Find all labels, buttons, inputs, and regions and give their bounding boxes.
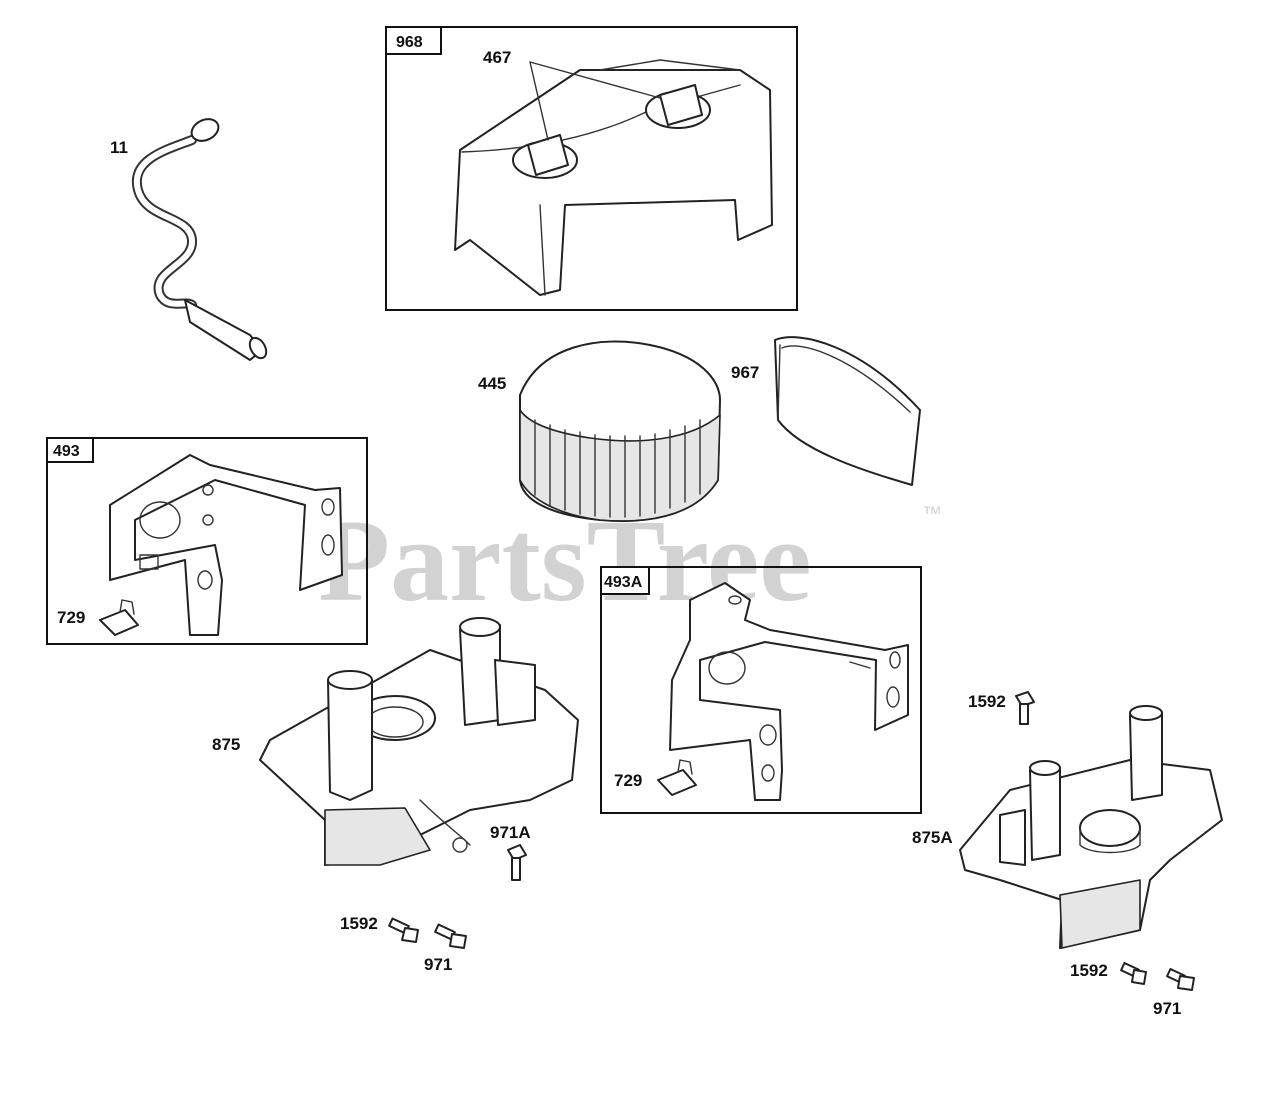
part-729-clip-a[interactable] bbox=[99, 599, 139, 636]
part-493-bracket[interactable] bbox=[109, 454, 343, 636]
box-493: 493 bbox=[46, 437, 368, 645]
part-11-breather-tube[interactable] bbox=[131, 115, 270, 361]
part-729-clip-b[interactable] bbox=[657, 759, 697, 796]
part-445-air-filter[interactable] bbox=[519, 340, 721, 522]
callout-875A: 875A bbox=[912, 828, 953, 847]
callout-971A: 971A bbox=[490, 823, 531, 842]
box-493A-frame bbox=[600, 566, 922, 814]
part-875A-base[interactable] bbox=[959, 705, 1223, 949]
callout-971-b: 971 bbox=[1153, 999, 1181, 1018]
part-1592-bolt-c[interactable] bbox=[1120, 961, 1147, 985]
callout-729-b: 729 bbox=[614, 771, 642, 790]
box-493A-label: 493A bbox=[604, 574, 643, 591]
box-493A-tag bbox=[600, 566, 650, 595]
callout-1592-a: 1592 bbox=[340, 914, 378, 933]
box-968-frame bbox=[385, 26, 798, 311]
box-493A: 493A bbox=[600, 566, 922, 814]
part-493A-bracket[interactable] bbox=[669, 582, 909, 801]
box-968: 968 bbox=[385, 26, 798, 311]
box-493-frame bbox=[46, 437, 368, 645]
part-875-base[interactable] bbox=[259, 617, 579, 866]
callout-467-leaders bbox=[529, 61, 661, 141]
part-971-bolt-a[interactable] bbox=[434, 923, 467, 949]
callout-445: 445 bbox=[478, 374, 506, 393]
box-493-tag bbox=[46, 437, 94, 463]
part-1592-bolt-b[interactable] bbox=[1015, 691, 1035, 725]
part-967-pre-cleaner[interactable] bbox=[774, 336, 921, 486]
part-1592-bolt-a[interactable] bbox=[388, 917, 419, 943]
callout-729-a: 729 bbox=[57, 608, 85, 627]
part-968-air-cleaner-cover[interactable] bbox=[454, 59, 773, 296]
callout-1592-b: 1592 bbox=[968, 692, 1006, 711]
box-968-label: 968 bbox=[396, 34, 423, 51]
callout-11: 11 bbox=[110, 138, 128, 157]
callout-467: 467 bbox=[483, 48, 511, 67]
box-968-tag bbox=[385, 26, 442, 55]
callout-971-a: 971 bbox=[424, 955, 452, 974]
callout-967: 967 bbox=[731, 363, 759, 382]
watermark-trademark: ™ bbox=[922, 503, 942, 525]
box-493-label: 493 bbox=[53, 443, 80, 460]
callout-875: 875 bbox=[212, 735, 240, 754]
part-971-bolt-b[interactable] bbox=[1166, 967, 1195, 991]
callout-1592-c: 1592 bbox=[1070, 961, 1108, 980]
part-971A-bolt[interactable] bbox=[507, 844, 527, 881]
